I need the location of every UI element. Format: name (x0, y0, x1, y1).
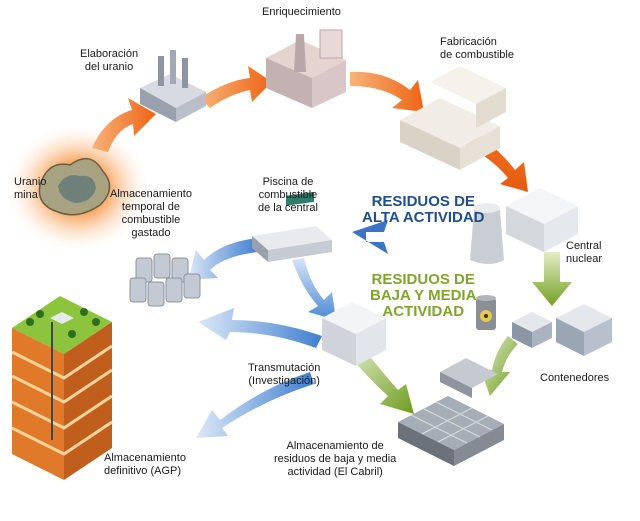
fuel-fabrication-plant (400, 66, 506, 170)
label-elaboracion-uranio: Elaboración del uranio (80, 48, 139, 73)
label-almacenamiento-temporal: Almacenamiento temporal de combustible g… (110, 188, 192, 239)
radioactive-drum-icon (476, 295, 496, 330)
fuel-pool-illustration (252, 191, 332, 262)
label-uranio-mina: Uranio mina (14, 176, 47, 201)
enrichment-plant (266, 29, 346, 108)
highlight-residuos-alta-actividad: RESIDUOS DE ALTA ACTIVIDAD (362, 193, 485, 226)
label-almacenamiento-el-cabril: Almacenamiento de residuos de baja y med… (274, 440, 397, 478)
nuclear-power-plant (470, 188, 578, 264)
label-contenedores: Contenedores (540, 372, 610, 384)
label-piscina-combustible: Piscina de combustible de la central (258, 176, 318, 214)
deep-geological-repository (11, 296, 113, 480)
label-enriquecimiento: Enriquecimiento (262, 6, 341, 18)
transmutation-facility (322, 302, 386, 366)
label-fabricacion-combustible: Fabricación de combustible (440, 36, 514, 61)
highlight-residuos-baja-media-actividad: RESIDUOS DE BAJA Y MEDIA ACTIVIDAD (370, 271, 477, 320)
label-almacenamiento-definitivo: Almacenamiento definitivo (AGP) (104, 452, 186, 477)
label-central-nuclear: Central nuclear (566, 240, 603, 265)
temporary-storage-casks (129, 253, 201, 307)
uranium-processing-plant (140, 50, 206, 122)
el-cabril-storage (398, 358, 504, 466)
back-cycle-arrows (188, 220, 388, 438)
containers-illustration (512, 304, 612, 356)
uranium-mine-illustration (8, 126, 148, 250)
label-transmutacion: Transmutación (Investigación) (248, 362, 321, 387)
